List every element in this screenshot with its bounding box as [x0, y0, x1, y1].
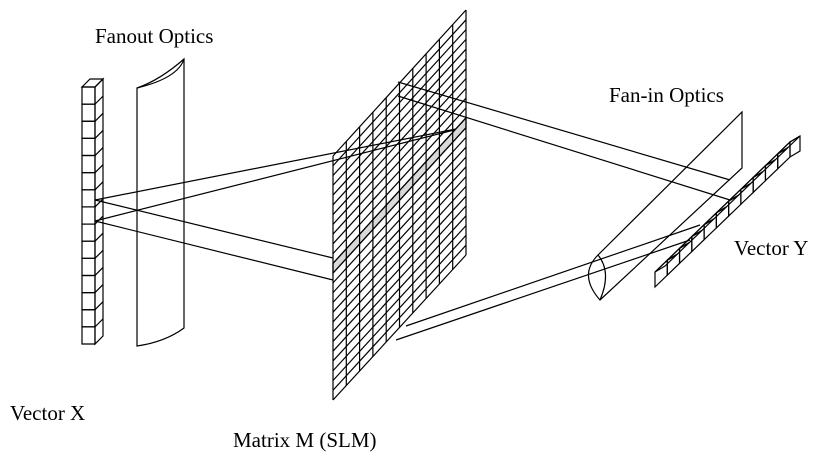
fanin-lens-end-curve: [597, 254, 607, 301]
fanin-beam: [395, 239, 691, 341]
vector-y-array: [654, 134, 801, 289]
matrix-grid-row-line: [332, 48, 467, 196]
vector-x-cell: [81, 274, 96, 294]
fanin-beam: [397, 95, 731, 201]
fanout-optics-lens: [136, 57, 185, 347]
matrix-grid-row-line: [332, 156, 467, 303]
matrix-grid-row-line: [332, 254, 467, 401]
vector-x-cell-edge: [94, 267, 104, 276]
vector-x-cell-edge: [94, 129, 104, 139]
matrix-grid-row-line: [332, 19, 467, 167]
vector-x-cell: [81, 137, 96, 157]
vector-x-label: Vector X: [10, 401, 86, 425]
matrix-grid-row-line: [332, 68, 467, 215]
fanout-optics-label: Fanout Optics: [95, 24, 214, 48]
vector-x-cell: [81, 240, 96, 259]
matrix-slm-grid: [332, 9, 467, 401]
fanout-lens-body: [136, 57, 185, 347]
vector-x-cell-edge: [94, 147, 104, 156]
vector-x-cell: [81, 172, 96, 191]
vector-x-cell: [81, 206, 96, 225]
matrix-grid-row-line: [332, 78, 467, 225]
matrix-grid-row-line: [332, 29, 467, 176]
fanin-optics-lens: [587, 110, 743, 301]
vector-x-cell-edge: [94, 249, 104, 259]
matrix-grid-row-line: [332, 127, 467, 274]
matrix-grid-row-line: [332, 234, 467, 381]
matrix-grid-row-line: [332, 215, 467, 362]
vector-x-cell-edge: [94, 181, 104, 191]
vector-x-cell: [81, 292, 96, 311]
fanin-beam: [405, 224, 701, 327]
fanout-beam: [94, 126, 467, 201]
vector-x-cell: [81, 309, 96, 328]
vector-x-cell: [81, 120, 96, 139]
matrix-grid-row-line: [332, 195, 467, 342]
vector-x-cell-edge: [94, 198, 104, 208]
fanin-lens-body: [587, 110, 743, 301]
vector-y-end-face: [789, 134, 801, 159]
matrix-grid-row-line: [332, 117, 467, 264]
vector-x-cell-edge: [94, 284, 104, 294]
fanout-lens-top-curve: [136, 58, 185, 89]
matrix-label: Matrix M (SLM): [233, 428, 377, 452]
vector-x-cell: [81, 154, 96, 174]
matrix-grid-row-line: [332, 205, 467, 352]
matrix-grid-row-line: [332, 38, 467, 186]
fanout-beam: [94, 199, 334, 259]
fanout-beam: [94, 126, 467, 222]
vector-y-cell: [654, 258, 668, 289]
vector-x-top-face: [80, 78, 105, 88]
vector-x-cell-edge: [94, 78, 104, 88]
vector-x-cell-edge: [94, 301, 104, 311]
vector-x-cell-edge: [94, 164, 104, 174]
vector-x-cell-edge: [94, 232, 104, 242]
fanin-optics-label: Fan-in Optics: [609, 83, 724, 107]
matrix-grid-row-line: [332, 136, 467, 284]
matrix-grid-row-line: [332, 166, 467, 313]
matrix-grid-row-line: [332, 176, 467, 323]
matrix-grid-row-line: [332, 244, 467, 391]
vector-x-side-face: [94, 77, 104, 346]
vector-x-cell: [81, 223, 96, 242]
fanout-beams: [94, 126, 467, 281]
fanout-beam: [94, 220, 334, 281]
matrix-grid-row-line: [332, 225, 467, 372]
vector-y-label: Vector Y: [734, 236, 809, 260]
vector-x-cell-edge: [94, 95, 104, 105]
matrix-grid-row-line: [332, 58, 467, 206]
matrix-grid-row-line: [332, 146, 467, 294]
matrix-grid-row-line: [332, 107, 467, 255]
matrix-grid-row-line: [332, 185, 467, 333]
vector-x-cell: [81, 189, 96, 208]
vector-x-cell: [81, 103, 96, 122]
vector-x-cell-edge: [94, 112, 104, 122]
vector-x-cell: [81, 326, 96, 345]
fanin-beams: [395, 81, 731, 341]
matrix-grid-row-line: [332, 97, 467, 245]
vector-x-cell: [81, 257, 96, 277]
fanin-beam: [397, 81, 731, 181]
matrix-grid-row-line: [332, 87, 467, 235]
vector-x-cell-edge: [94, 318, 104, 328]
vector-x-cell: [81, 86, 96, 105]
vector-x-array: [80, 77, 105, 346]
